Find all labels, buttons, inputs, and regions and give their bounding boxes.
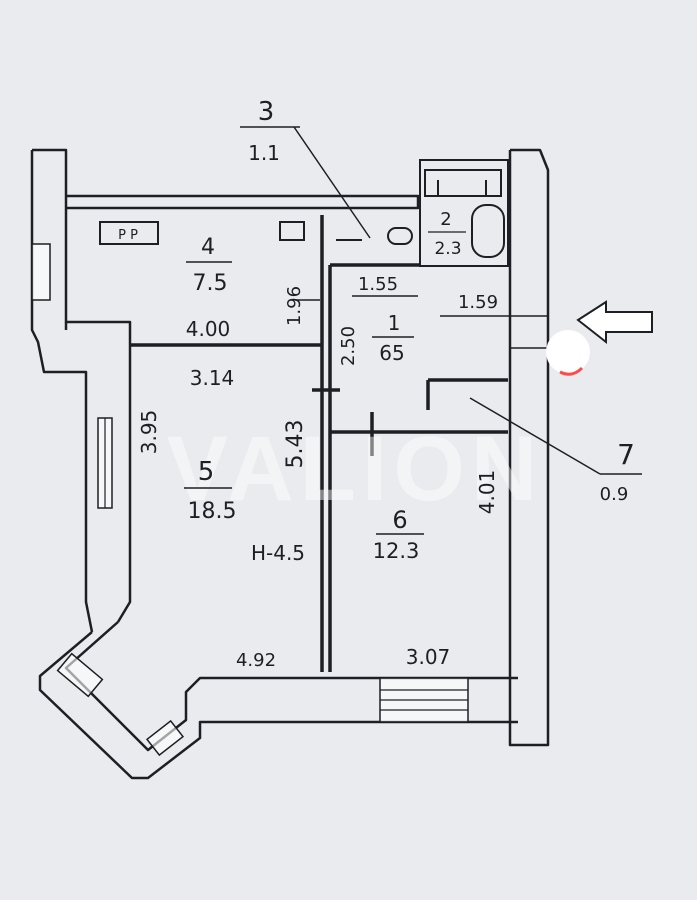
dim-3-07: 3.07: [406, 645, 451, 669]
room-1-number: 1: [388, 311, 401, 335]
ceiling-height: H-4.5: [251, 541, 305, 565]
room-1-area: 65: [379, 341, 404, 365]
dimension-ticks: [296, 295, 548, 349]
room-7-area: 0.9: [600, 484, 629, 505]
entrance-marker-icon: [546, 330, 590, 376]
window-lines: [104, 418, 468, 711]
room-5-area: 18.5: [188, 499, 237, 524]
dim-3-14: 3.14: [190, 366, 235, 390]
room-4-area: 7.5: [193, 271, 228, 296]
room-6-number: 6: [392, 506, 407, 534]
watermark: VALION: [167, 418, 544, 520]
meter-box-label: P P: [118, 228, 138, 243]
leader-lines: [240, 126, 642, 475]
entrance-arrow-icon: [576, 300, 653, 345]
dim-4-92: 4.92: [236, 650, 276, 671]
dimension-labels: 1.55 1.59 1.96 2.50 4.00 3.14 3.95 5.43 …: [137, 274, 499, 671]
room-2-number: 2: [440, 209, 451, 230]
dim-1-59: 1.59: [458, 292, 498, 313]
dim-4-01: 4.01: [475, 470, 499, 515]
room-3-area: 1.1: [248, 141, 280, 165]
dim-4-00: 4.00: [186, 317, 231, 341]
bathroom-block: [419, 159, 509, 267]
dim-5-43: 5.43: [283, 420, 308, 469]
dim-1-55: 1.55: [358, 274, 398, 295]
room-6-area: 12.3: [373, 539, 420, 563]
room-2-area: 2.3: [434, 239, 461, 259]
dim-2-50: 2.50: [338, 326, 359, 366]
room-7-number: 7: [617, 438, 635, 471]
dim-3-95: 3.95: [137, 410, 161, 455]
fixtures: [99, 221, 413, 245]
dim-1-96: 1.96: [284, 286, 305, 326]
room-5-number: 5: [198, 457, 215, 487]
room-4-number: 4: [201, 235, 215, 260]
room-3-number: 3: [258, 97, 275, 127]
interior-walls: [130, 215, 508, 672]
room-labels: 1 65 2 2.3 3 1.1 4 7.5 5 18.5 6 12.3 7 0…: [184, 97, 635, 563]
